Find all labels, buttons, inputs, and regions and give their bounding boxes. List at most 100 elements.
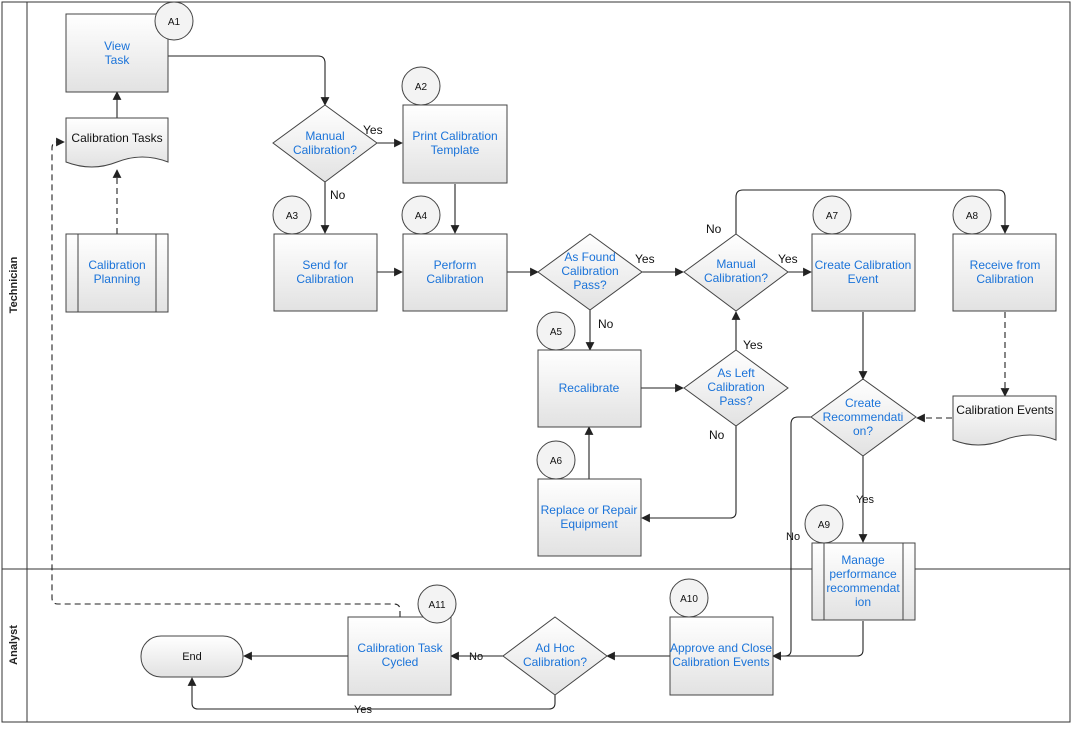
subprocess-calibration-planning[interactable]: Calibration Planning (65, 233, 169, 313)
decision-ad-hoc-calibration[interactable]: Ad Hoc Calibration? (502, 616, 608, 696)
step-label: Perform (434, 258, 477, 272)
label-asfound-yes: Yes (635, 252, 655, 266)
svg-text:A4: A4 (415, 211, 428, 222)
decision-label: Manual (716, 257, 755, 271)
step-label: Calibration (296, 272, 353, 286)
svg-text:A1: A1 (168, 17, 181, 28)
step-label: Print Calibration (412, 129, 497, 143)
decision-as-left-calibration-pass[interactable]: As Left Calibration Pass? (683, 349, 789, 427)
step-label: Manage (841, 553, 885, 567)
step-label: Calibration (976, 272, 1033, 286)
document-label: Calibration Events (956, 403, 1053, 417)
badge-a2: A2 (401, 66, 441, 106)
decision-manual-calibration-2[interactable]: Manual Calibration? (683, 233, 789, 312)
edge-cycled-to-tasks (51, 137, 401, 617)
badge-a1: A1 (154, 1, 194, 41)
step-label: Cycled (382, 655, 419, 669)
svg-text:A8: A8 (966, 211, 979, 222)
label-asleft-no: No (709, 428, 725, 442)
step-recalibrate[interactable]: Recalibrate (537, 349, 642, 428)
svg-text:A7: A7 (826, 211, 839, 222)
step-send-for-calibration[interactable]: Send for Calibration (273, 233, 378, 312)
label-manual1-yes: Yes (363, 123, 383, 137)
edge-labels: Yes No Yes No Yes No Yes No Yes No No Ye… (330, 123, 874, 716)
badge-a11: A11 (417, 584, 457, 624)
step-manage-performance-recommendation[interactable]: Manage performance recommendat ion (811, 542, 916, 621)
decision-label: Ad Hoc (535, 641, 574, 655)
step-replace-or-repair-equipment[interactable]: Replace or Repair Equipment (537, 478, 642, 557)
step-label: Approve and Close (670, 641, 772, 655)
badge-a6: A6 (536, 440, 576, 480)
label-manual2-no: No (706, 222, 722, 236)
step-label: Recalibrate (559, 381, 620, 395)
step-approve-and-close-calibration-events[interactable]: Approve and Close Calibration Events (669, 616, 774, 696)
step-label: Calibration (426, 272, 483, 286)
decision-label: Calibration (561, 264, 618, 278)
step-label: ion (855, 595, 871, 609)
step-label: Template (431, 143, 480, 157)
step-label: Task (105, 53, 131, 67)
label-createrec-no: No (786, 531, 800, 543)
label-adhoc-yes: Yes (354, 704, 372, 716)
edge-adhoc-yes (187, 677, 556, 710)
lane-label-analyst: Analyst (8, 625, 20, 665)
decision-label: Calibration (707, 380, 764, 394)
step-receive-from-calibration[interactable]: Receive from Calibration (952, 233, 1057, 312)
badge-a7: A7 (812, 195, 852, 235)
step-print-calibration-template[interactable]: Print Calibration Template (402, 104, 508, 184)
badge-a10: A10 (669, 578, 709, 618)
step-label: Create Calibration (815, 258, 912, 272)
svg-text:A2: A2 (415, 82, 428, 93)
decision-label: Calibration? (293, 143, 357, 157)
step-label: Calibration Task (357, 641, 443, 655)
step-create-calibration-event[interactable]: Create Calibration Event (811, 233, 916, 312)
edge-asleft-no (641, 426, 737, 523)
step-label: Send for (302, 258, 347, 272)
decision-label: Create (845, 396, 881, 410)
lane-label-technician: Technician (8, 256, 20, 313)
edge-manual2-no (735, 189, 1010, 234)
decision-label: on? (853, 424, 873, 438)
decision-label: Pass? (573, 278, 607, 292)
document-calibration-tasks[interactable]: Calibration Tasks (65, 117, 169, 168)
decision-label: As Found (564, 250, 615, 264)
decision-label: As Left (717, 366, 755, 380)
step-label: Receive from (970, 258, 1041, 272)
step-label: Equipment (560, 517, 618, 531)
badge-a3: A3 (272, 195, 312, 235)
badge-a5: A5 (536, 311, 576, 351)
badge-a4: A4 (401, 195, 441, 235)
connectors (51, 55, 1010, 710)
decision-as-found-calibration-pass[interactable]: As Found Calibration Pass? (537, 233, 643, 311)
decision-label: Calibration? (704, 271, 768, 285)
step-label: recommendat (826, 581, 900, 595)
label-asleft-yes: Yes (743, 338, 763, 352)
step-label: Replace or Repair (541, 503, 638, 517)
decision-create-recommendation[interactable]: Create Recommendati on? (810, 378, 917, 457)
terminal-label: End (182, 651, 202, 663)
step-calibration-task-cycled[interactable]: Calibration Task Cycled (347, 616, 452, 696)
document-calibration-events[interactable]: Calibration Events (952, 395, 1057, 446)
decision-label: Manual (305, 129, 344, 143)
step-label: performance (829, 567, 897, 581)
svg-text:A5: A5 (550, 327, 563, 338)
edge-manage-to-approve (772, 621, 864, 661)
step-label: Calibration Events (672, 655, 769, 669)
svg-text:A11: A11 (428, 600, 445, 611)
subprocess-label: Planning (94, 272, 141, 286)
label-adhoc-no: No (469, 651, 483, 663)
terminal-end[interactable]: End (140, 635, 244, 678)
step-view-task[interactable]: View Task (65, 13, 169, 93)
decision-label: Pass? (719, 394, 753, 408)
decision-manual-calibration-1[interactable]: Manual Calibration? (272, 104, 378, 183)
step-perform-calibration[interactable]: Perform Calibration (402, 233, 508, 312)
step-label: Event (848, 272, 879, 286)
label-asfound-no: No (598, 317, 614, 331)
decision-label: Calibration? (523, 655, 587, 669)
label-createrec-yes: Yes (856, 494, 874, 506)
label-manual2-yes: Yes (778, 252, 798, 266)
document-label: Calibration Tasks (71, 131, 162, 145)
svg-text:A6: A6 (550, 456, 563, 467)
